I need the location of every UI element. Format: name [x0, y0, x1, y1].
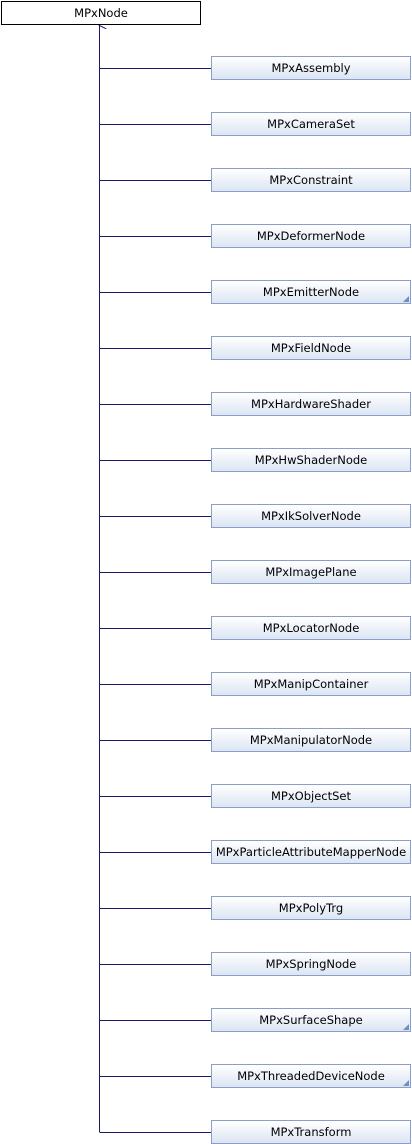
derived-class-label: MPxConstraint [269, 173, 353, 187]
derived-class-node[interactable]: MPxDeformerNode [211, 224, 411, 248]
derived-class-label: MPxAssembly [271, 61, 351, 75]
derived-class-node[interactable]: MPxThreadedDeviceNode [211, 1064, 411, 1088]
derived-class-label: MPxHardwareShader [251, 397, 371, 411]
more-subclasses-corner-icon [403, 1024, 409, 1030]
derived-class-node[interactable]: MPxHardwareShader [211, 392, 411, 416]
derived-class-node[interactable]: MPxSpringNode [211, 952, 411, 976]
derived-class-node[interactable]: MPxAssembly [211, 56, 411, 80]
derived-class-label: MPxParticleAttributeMapperNode [215, 845, 407, 859]
more-subclasses-corner-icon [403, 296, 409, 302]
derived-class-label: MPxSurfaceShape [259, 1013, 363, 1027]
more-subclasses-corner-icon [403, 1080, 409, 1086]
derived-class-node[interactable]: MPxTransform [211, 1120, 411, 1144]
base-class-node: MPxNode [1, 1, 201, 25]
derived-class-label: MPxSpringNode [265, 957, 357, 971]
derived-class-label: MPxImagePlane [265, 565, 357, 579]
derived-class-label: MPxTransform [270, 1125, 352, 1139]
derived-class-node[interactable]: MPxPolyTrg [211, 896, 411, 920]
derived-class-node[interactable]: MPxSurfaceShape [211, 1008, 411, 1032]
derived-class-node[interactable]: MPxParticleAttributeMapperNode [211, 840, 411, 864]
derived-class-label: MPxIkSolverNode [261, 509, 361, 523]
derived-class-node[interactable]: MPxConstraint [211, 168, 411, 192]
derived-class-node[interactable]: MPxImagePlane [211, 560, 411, 584]
derived-class-label: MPxDeformerNode [256, 229, 366, 243]
derived-class-label: MPxManipContainer [253, 677, 369, 691]
derived-class-node[interactable]: MPxCameraSet [211, 112, 411, 136]
derived-class-node[interactable]: MPxIkSolverNode [211, 504, 411, 528]
derived-class-label: MPxFieldNode [270, 341, 352, 355]
derived-class-label: MPxCameraSet [267, 117, 355, 131]
derived-class-label: MPxEmitterNode [262, 285, 360, 299]
derived-class-label: MPxThreadedDeviceNode [237, 1069, 385, 1083]
derived-class-node[interactable]: MPxManipContainer [211, 672, 411, 696]
derived-class-node[interactable]: MPxHwShaderNode [211, 448, 411, 472]
base-class-label: MPxNode [74, 6, 128, 20]
derived-class-node[interactable]: MPxManipulatorNode [211, 728, 411, 752]
derived-class-node[interactable]: MPxFieldNode [211, 336, 411, 360]
derived-class-node[interactable]: MPxEmitterNode [211, 280, 411, 304]
derived-class-label: MPxLocatorNode [262, 621, 360, 635]
derived-class-label: MPxHwShaderNode [254, 453, 368, 467]
derived-class-node[interactable]: MPxLocatorNode [211, 616, 411, 640]
derived-class-label: MPxPolyTrg [278, 901, 344, 915]
derived-class-label: MPxManipulatorNode [249, 733, 373, 747]
derived-class-label: MPxObjectSet [270, 789, 351, 803]
derived-class-node[interactable]: MPxObjectSet [211, 784, 411, 808]
